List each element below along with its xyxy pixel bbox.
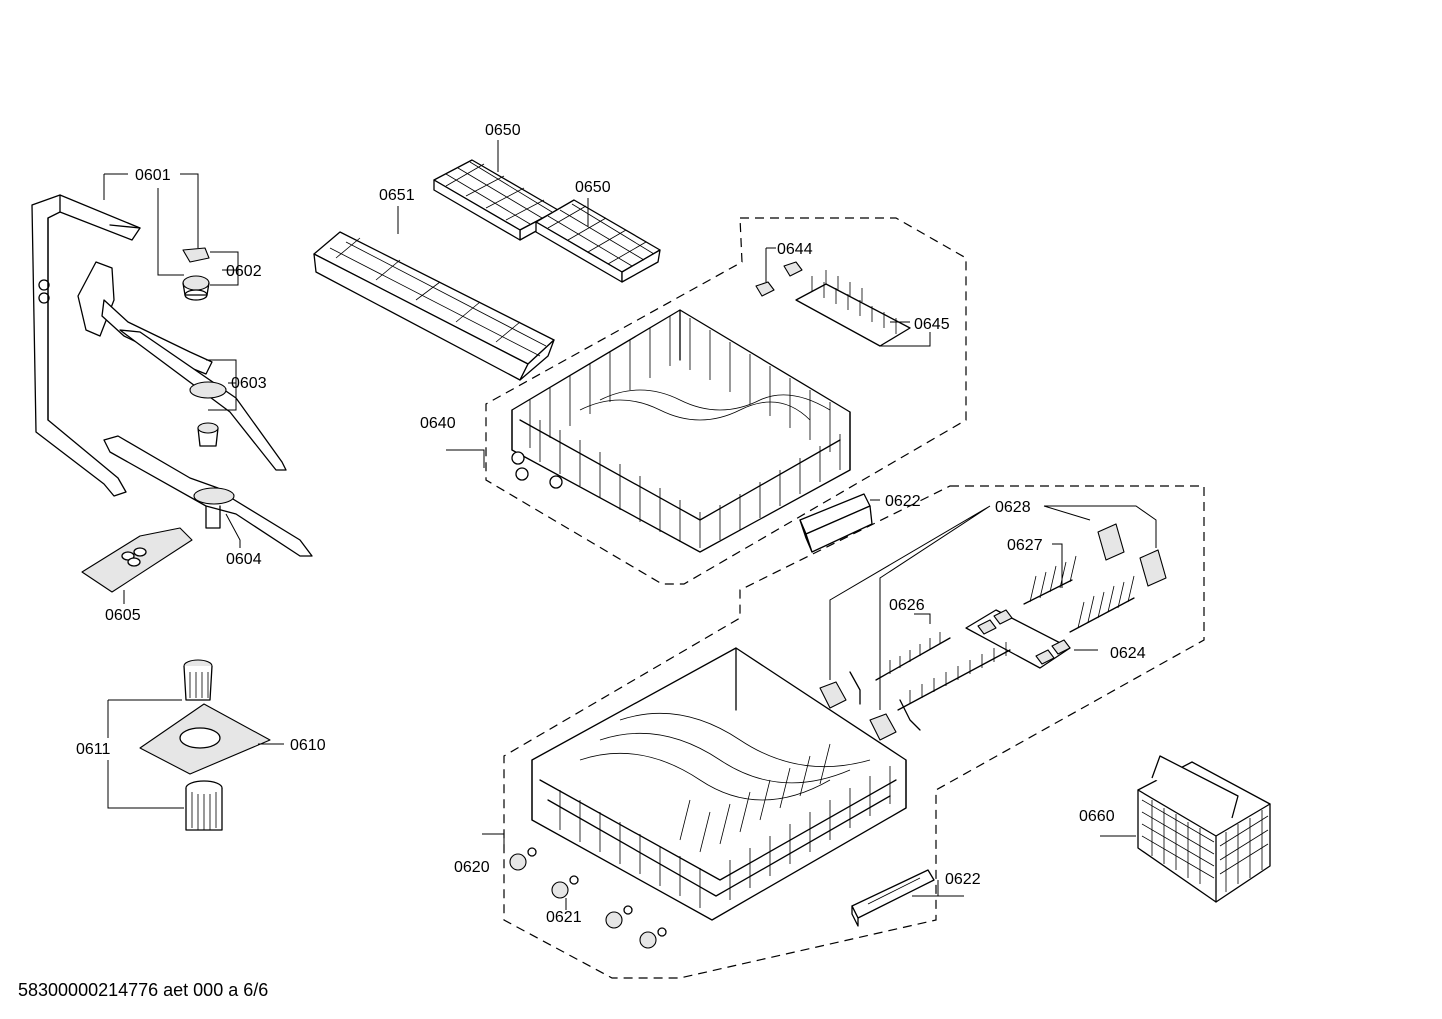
leader-0644 — [765, 247, 776, 282]
label-0626: 0626 — [889, 597, 925, 614]
handle-lower — [851, 869, 935, 927]
leader-0645 — [880, 321, 931, 347]
leader-0626 — [914, 613, 931, 624]
leader-0622b — [912, 880, 964, 897]
label-0622-lower: 0622 — [945, 871, 981, 888]
label-0627: 0627 — [1007, 537, 1043, 554]
tine-row-clips — [819, 671, 921, 741]
filter-plate — [139, 703, 271, 775]
label-0603: 0603 — [231, 375, 267, 392]
label-0620: 0620 — [454, 859, 490, 876]
lower-accessories-outline — [503, 485, 1205, 979]
cup-rack-clips — [755, 261, 803, 297]
label-0644: 0644 — [777, 241, 813, 258]
spray-deflector — [81, 527, 193, 593]
label-0610: 0610 — [290, 737, 326, 754]
upper-basket — [511, 309, 851, 553]
holder-clips-group — [965, 609, 1071, 669]
basket-wheels — [509, 847, 667, 949]
handle-upper — [799, 493, 873, 553]
leader-0604 — [225, 513, 241, 548]
spray-arm-nut — [182, 247, 210, 301]
upper-basket-outline — [485, 217, 967, 585]
label-0645: 0645 — [914, 316, 950, 333]
label-0651: 0651 — [379, 187, 415, 204]
label-0640: 0640 — [420, 415, 456, 432]
label-0622-upper: 0622 — [885, 493, 921, 510]
leader-0628 — [829, 505, 1157, 710]
label-0621: 0621 — [546, 909, 582, 926]
cutlery-tray-insert — [433, 159, 661, 283]
lower-basket — [531, 647, 907, 921]
cutlery-basket — [1137, 755, 1271, 903]
label-0660: 0660 — [1079, 808, 1115, 825]
document-id: 58300000214776 aet 000 a 6/6 — [18, 980, 269, 1000]
tine-rows — [875, 632, 1011, 711]
label-0604: 0604 — [226, 551, 262, 568]
label-0624: 0624 — [1110, 645, 1146, 662]
filter-cylinder — [183, 659, 213, 701]
leader-0640 — [446, 449, 485, 468]
label-0650-right: 0650 — [575, 179, 611, 196]
lower-spray-arm — [103, 435, 313, 557]
label-0605: 0605 — [105, 607, 141, 624]
leader-0603 — [206, 359, 237, 411]
cup-shelf-rack — [795, 270, 911, 347]
leader-0602 — [210, 251, 239, 286]
label-0611: 0611 — [76, 741, 111, 758]
third-rack-tray — [313, 231, 555, 381]
leader-0620 — [482, 833, 505, 852]
upper-spray-arm — [77, 261, 287, 471]
folding-tine-racks — [1023, 555, 1135, 633]
spray-supply-pipe — [31, 194, 141, 497]
label-0601: 0601 — [135, 167, 171, 184]
leader-0627 — [1052, 543, 1063, 588]
label-0602: 0602 — [226, 263, 262, 280]
micro-filter — [185, 780, 223, 831]
label-0650-left: 0650 — [485, 122, 521, 139]
rack-holders — [1097, 523, 1167, 587]
label-0628: 0628 — [995, 499, 1031, 516]
leader-0601 — [103, 173, 199, 276]
leader-0611 — [107, 699, 184, 809]
